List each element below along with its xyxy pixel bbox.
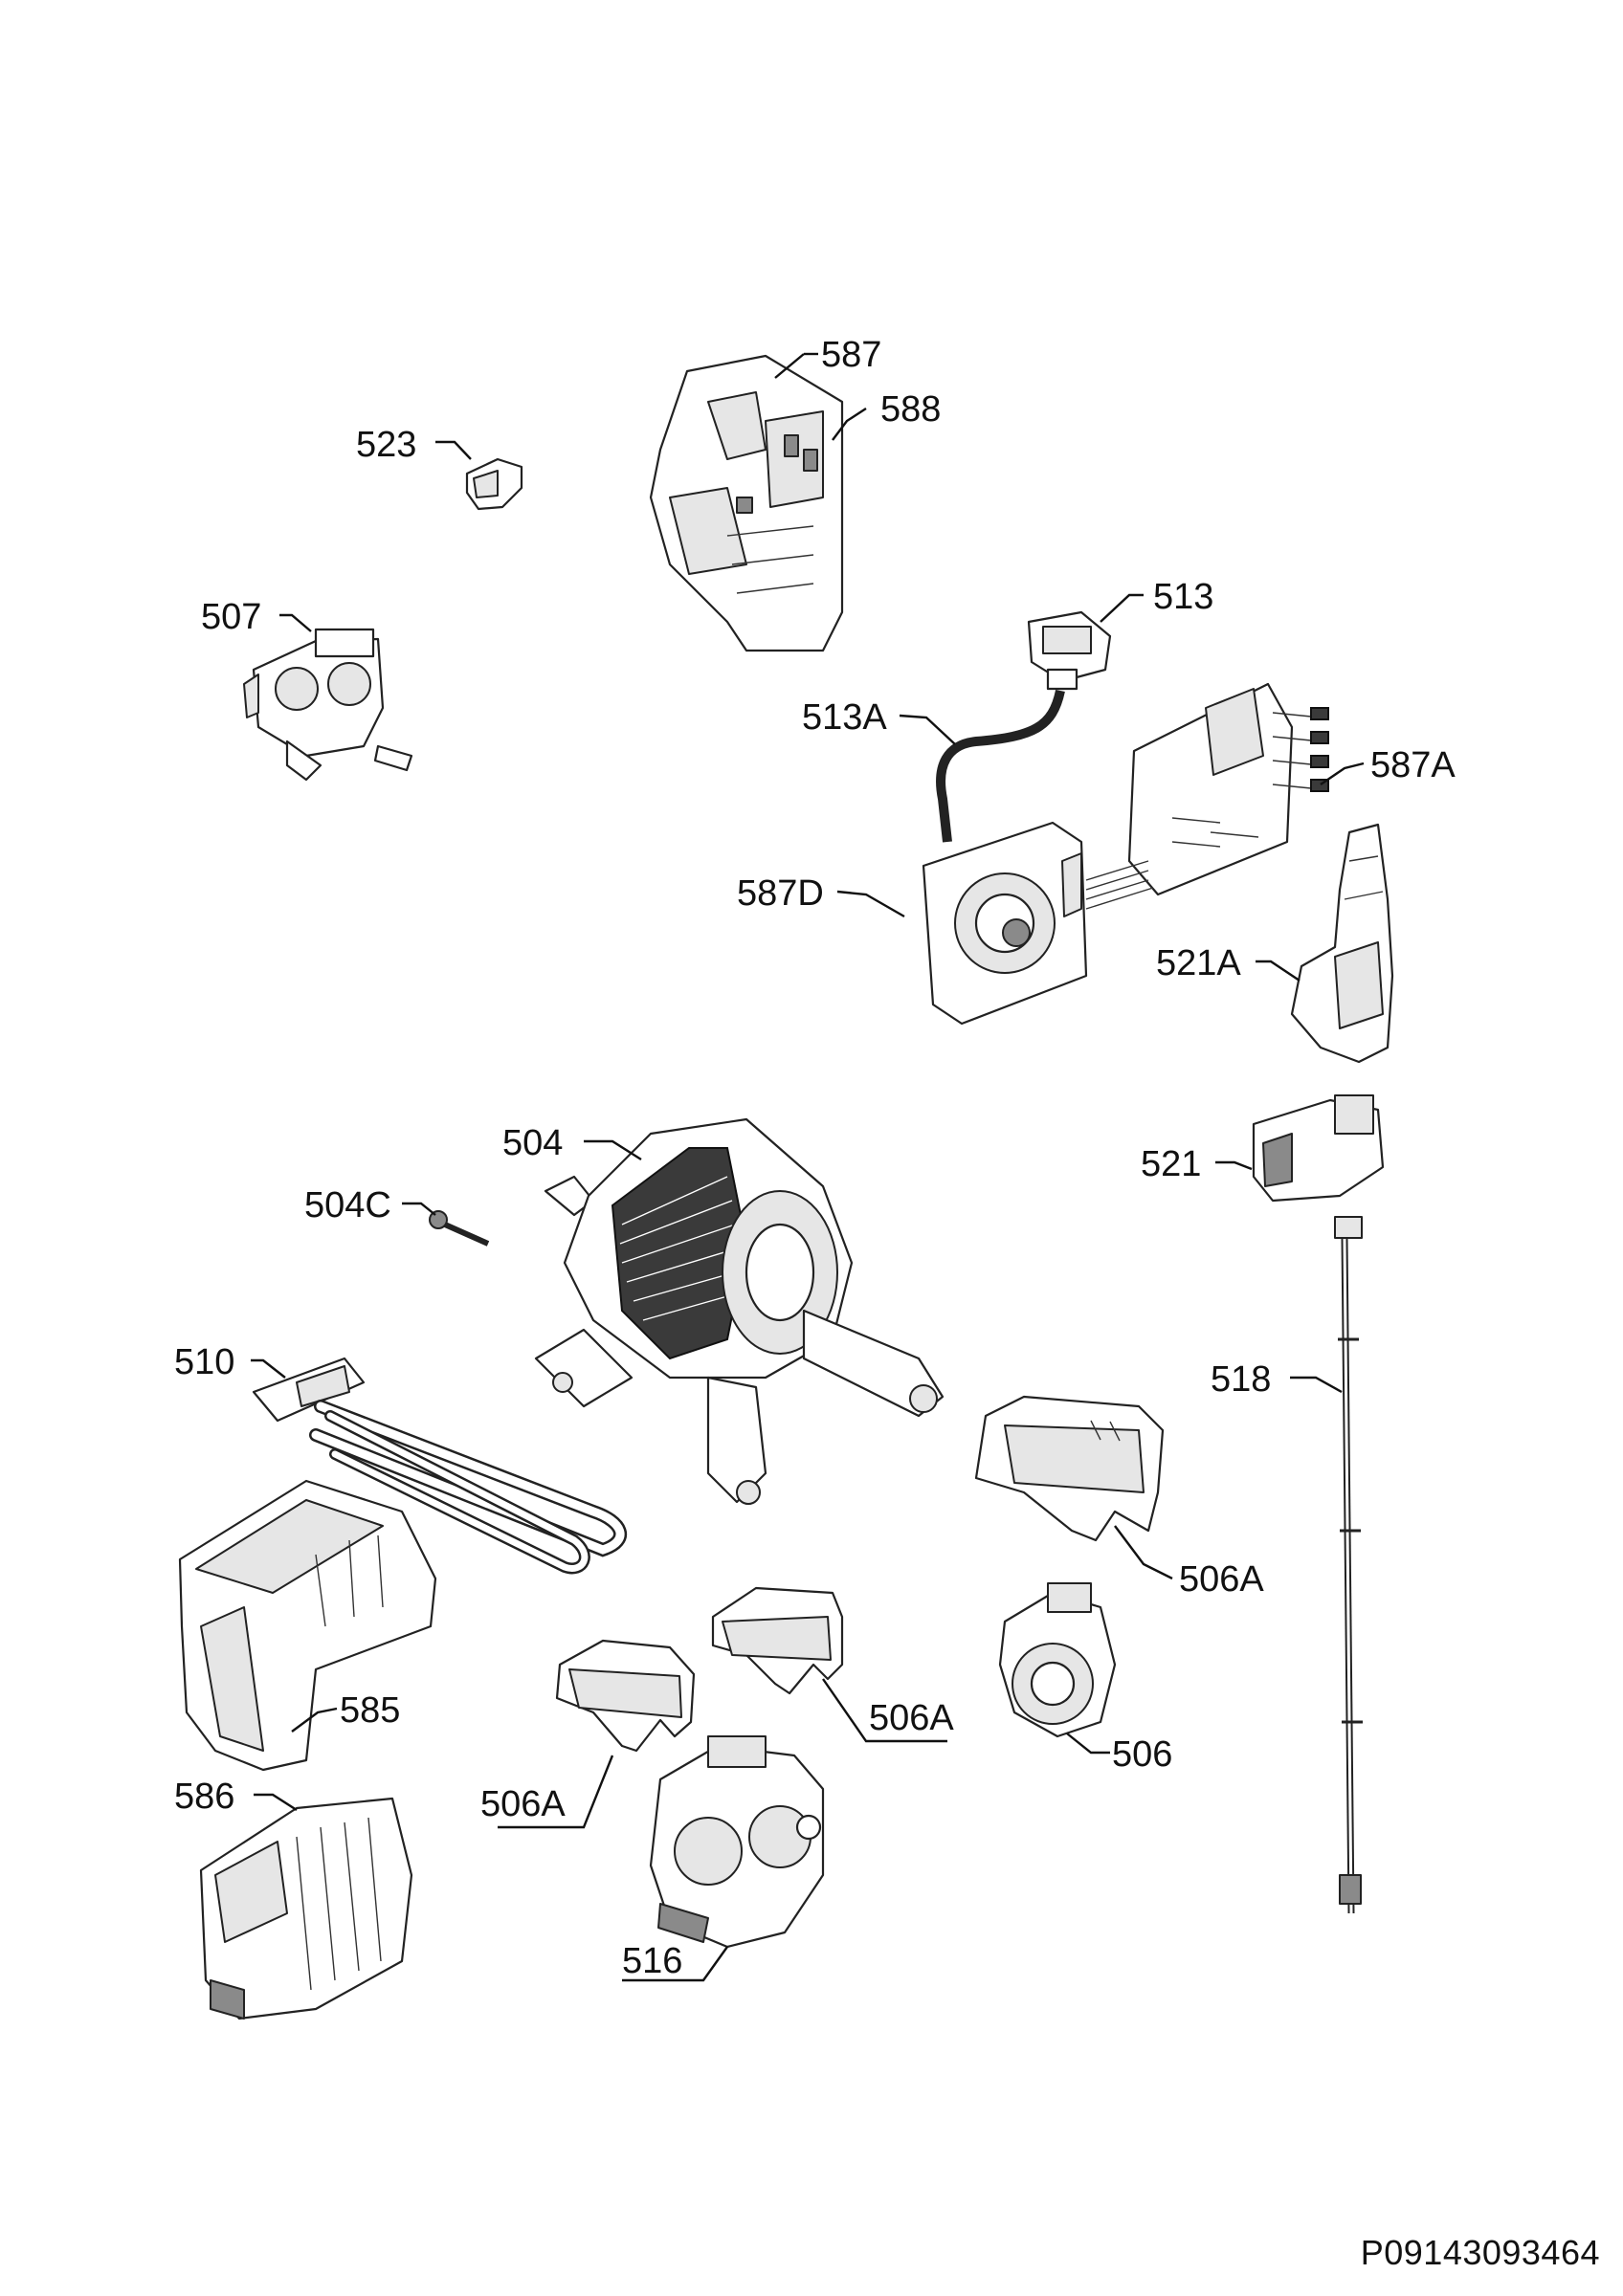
leader-521 [1215, 1160, 1253, 1171]
part-518-wire-harness [1334, 1216, 1363, 1914]
part-506A-pump-cover-mid [711, 1586, 844, 1695]
leader-516 [622, 1946, 728, 1982]
leader-587A [1320, 762, 1365, 785]
leader-507 [279, 613, 312, 632]
leader-506A-left [498, 1755, 614, 1829]
part-587-control-board [649, 354, 844, 652]
leader-506 [1066, 1733, 1110, 1755]
part-506-drain-pump [998, 1582, 1117, 1738]
part-506A-pump-cover-left [555, 1639, 696, 1753]
leader-587D [836, 890, 905, 918]
callout-587D: 587D [737, 873, 824, 914]
document-code: P09143093464 [1360, 2233, 1600, 2272]
part-513A-hose [936, 689, 1065, 843]
part-587D-selector-module [922, 821, 1154, 1026]
callout-513: 513 [1153, 577, 1213, 617]
callout-506A-left: 506A [480, 1784, 566, 1824]
callout-504: 504 [502, 1123, 563, 1163]
part-587A-connector-board [1127, 682, 1329, 896]
callout-587: 587 [821, 335, 881, 375]
callout-506: 506 [1112, 1734, 1172, 1775]
part-521A-lock-bracket [1290, 823, 1394, 1064]
callout-585: 585 [340, 1690, 400, 1731]
callout-507: 507 [201, 597, 261, 637]
leader-585 [291, 1707, 338, 1733]
callout-521: 521 [1141, 1144, 1201, 1184]
callout-510: 510 [174, 1342, 234, 1382]
part-521-door-lock [1252, 1094, 1385, 1203]
callout-521A: 521A [1156, 943, 1241, 983]
leader-513 [1100, 593, 1144, 623]
leader-523 [435, 440, 472, 460]
part-513-pressure-switch [1027, 610, 1112, 691]
leader-513A [899, 714, 956, 745]
leader-587 [774, 353, 805, 379]
part-504-motor [534, 1117, 945, 1505]
callout-513A: 513A [802, 697, 887, 738]
part-586-filter-module [199, 1797, 413, 2020]
leader-521A [1256, 960, 1301, 982]
part-504C-screw [429, 1210, 490, 1247]
part-506A-pump-cover-right [974, 1395, 1165, 1542]
callout-523: 523 [356, 425, 416, 465]
callout-587A: 587A [1370, 745, 1456, 785]
part-507-inlet-valve [243, 628, 413, 782]
leader-586 [254, 1793, 298, 1812]
callout-504C: 504C [304, 1185, 391, 1225]
callout-518: 518 [1211, 1359, 1271, 1400]
callout-586: 586 [174, 1777, 234, 1817]
part-585-cover [178, 1479, 437, 1772]
part-523-clip [465, 457, 523, 511]
part-516-pump-assembly [649, 1735, 825, 1949]
leader-588 [832, 407, 867, 441]
callout-506A-right: 506A [1179, 1559, 1264, 1600]
leader-510 [251, 1358, 286, 1379]
leader-504 [584, 1139, 642, 1161]
callout-588: 588 [880, 389, 941, 430]
leader-506A-right [1114, 1525, 1173, 1580]
callout-506A-mid: 506A [869, 1698, 954, 1738]
leader-506A-mid [822, 1678, 947, 1743]
callout-516: 516 [622, 1941, 682, 1981]
part-510-heater [252, 1357, 628, 1575]
leader-504C [402, 1202, 436, 1216]
leader-518 [1290, 1376, 1343, 1394]
